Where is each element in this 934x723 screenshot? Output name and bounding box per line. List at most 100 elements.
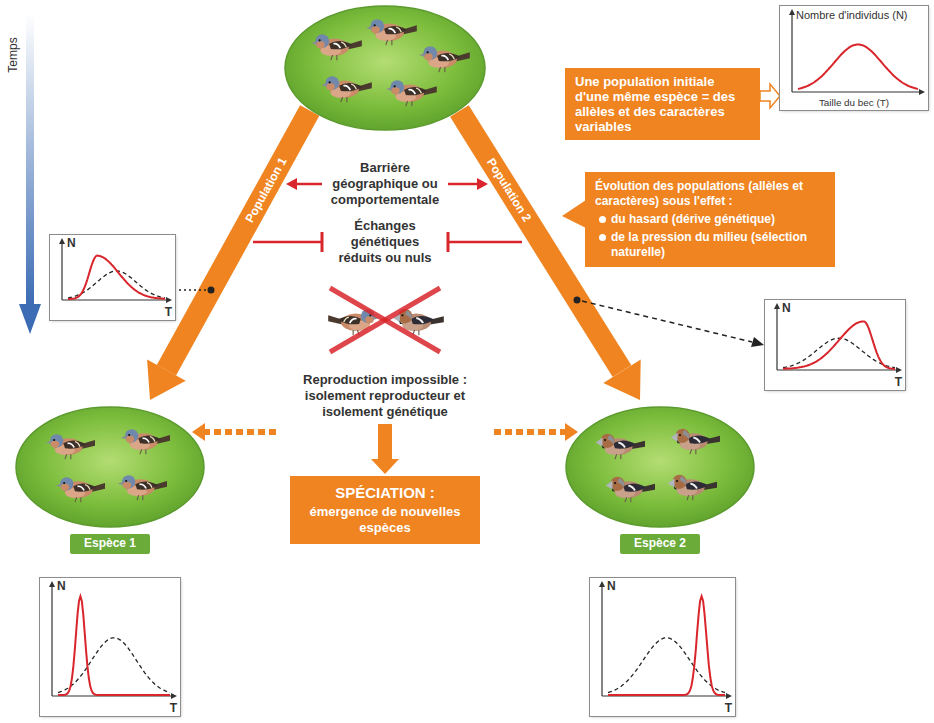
barrier-head [477,178,488,190]
dashed-arrow-head [565,423,578,441]
axis-label: T [165,305,172,319]
axis-label: T [895,375,902,389]
box-text: SPÉCIATION : [300,484,470,502]
bird [596,434,645,459]
axis-head [774,303,780,309]
population-arrows [147,111,641,401]
distribution-curve [783,321,895,369]
species-group: Espèce 1 [15,405,205,557]
arrow-label: Population 2 [476,143,543,236]
bullet-dot [599,216,606,223]
impossible-mating [328,288,444,352]
bird [606,477,655,502]
graph-box: NT [40,578,180,716]
barrier-label: Barrière géographique ou comportementale [317,160,453,208]
axis-line [776,308,777,370]
distribution-curve [608,596,725,695]
time-arrow-shaft [26,14,34,304]
leader-dot [208,287,215,294]
graph-plot [40,578,180,716]
population-ellipse [566,407,754,527]
graph-plot [780,6,928,110]
time-arrow [19,14,41,334]
leader-dot [574,297,581,304]
population-ellipse [16,407,204,527]
leader-line [582,301,752,342]
reference-curve [68,271,165,298]
axis-head [919,89,925,95]
distribution-curve [58,596,170,695]
graph-box: Nombre d'individus (N) Taille du bec (T) [780,6,928,110]
graph-box: NT [590,578,735,716]
block-line [253,241,322,244]
box-text: Une population initiale d'une même espèc… [575,74,750,134]
barrier-line [448,183,478,186]
graph-plot [590,578,735,716]
bird [118,475,167,500]
block-bar [321,232,324,252]
bullet-text: du hasard (dérive génétique) [611,212,775,226]
bird [671,429,720,454]
population-arrow-shaft [166,111,309,371]
bird [46,434,95,459]
axis-line [62,299,166,300]
axis-head [789,9,795,15]
population-arrow-head [603,360,640,401]
speciation-arrow [371,424,399,474]
graph-box: NT [50,235,175,320]
axis-head [166,297,172,303]
dashed-arrow [205,429,276,435]
bullet-dot [599,234,606,241]
axis-label: Nombre d'individus (N) [796,9,908,22]
speciation-box: SPÉCIATION : émergence de nouvelles espèc… [290,476,480,544]
bird [121,429,170,454]
axis-head [896,367,902,373]
species-ellipse [565,405,755,529]
cross-line [330,288,440,352]
axis-head [599,581,605,587]
bird [419,46,470,72]
callout-pointer [562,200,586,228]
callout-text: Évolution des populations (allèles et ca… [595,179,825,209]
axis-head [59,238,65,244]
bird [56,477,105,502]
leader-line [178,289,206,291]
axis-label: Temps [5,29,21,81]
arrow-label: Population 1 [235,142,297,237]
exchange-label: Échanges génétiques réduits ou nuls [330,218,440,266]
axis-label: T [725,701,732,715]
bird [311,34,362,60]
bullet-item: du hasard (dérive génétique) [595,212,825,227]
axis-label: Taille du bec (T) [780,96,928,109]
box-text: émergence de nouvelles espèces [300,504,470,536]
species-name: Espèce 2 [620,534,700,554]
axis-line [777,369,896,370]
dashed-arrow-head [192,423,205,441]
axis-line [791,14,792,92]
block-line [448,241,522,244]
block-bar [447,232,450,252]
axis-line [792,91,919,92]
axis-label: N [782,301,791,315]
axis-label: T [170,701,177,715]
axis-line [61,243,62,300]
callout-box: Une population initiale d'une même espèc… [565,68,760,140]
barrier-head [286,178,297,190]
distribution-curve [68,256,165,299]
species-group: Espèce 2 [565,405,755,557]
axis-head [49,581,55,587]
axis-label: N [607,579,616,593]
axis-head [171,693,177,699]
cross-line [330,288,440,352]
axis-line [601,586,602,696]
bullet-text: de la pression du milieu (sélection natu… [611,230,807,259]
isolation-label: Reproduction impossible : isolement repr… [280,372,490,420]
bird [386,80,437,106]
leader-lines [178,287,764,348]
axis-head [726,693,732,699]
axis-label: N [67,236,76,250]
reference-curve [783,338,895,367]
leader-head [751,337,764,347]
axis-line [51,586,52,696]
